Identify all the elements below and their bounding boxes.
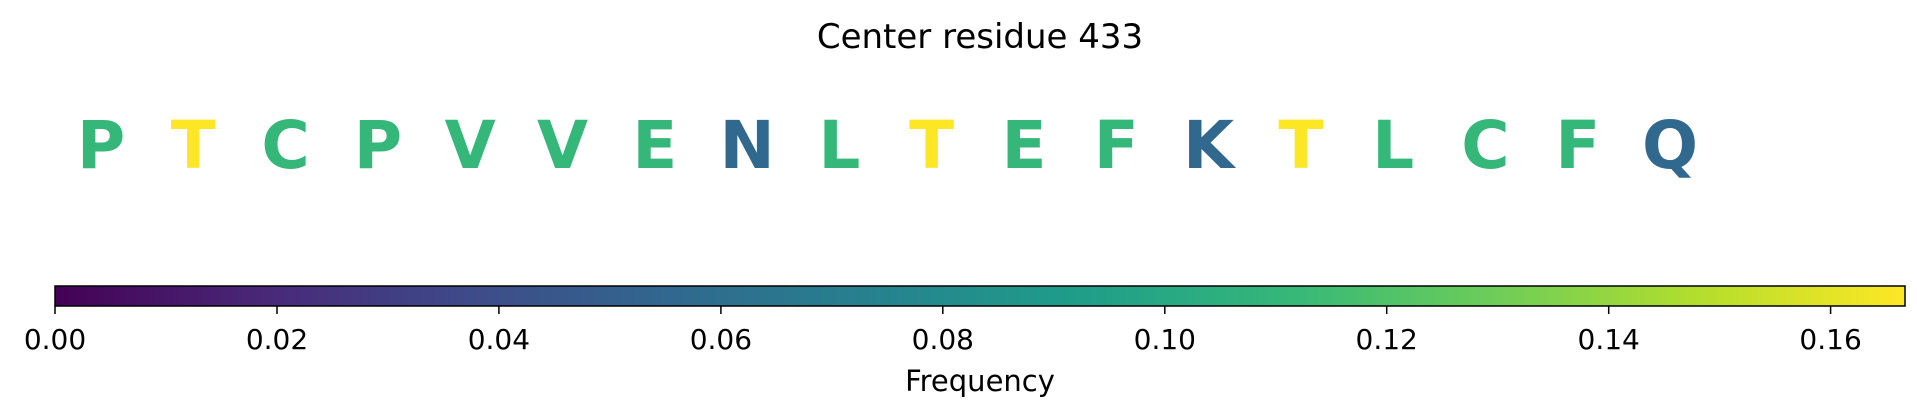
residue-letter: F	[1555, 107, 1600, 184]
colorbar-label: Frequency	[905, 364, 1055, 398]
colorbar-tick-label: 0.08	[912, 323, 974, 356]
residue-letter: K	[1183, 107, 1237, 184]
colorbar: 0.00 0.02 0.04 0.06 0.08 0.10 0.12 0.14 0.16 Fre…	[24, 285, 1906, 398]
residue-letter: L	[818, 107, 860, 184]
residue-letter: T	[1278, 107, 1323, 184]
residue-letter: T	[909, 107, 954, 184]
colorbar-ticks: 0.00 0.02 0.04 0.06 0.08 0.10 0.12 0.14 0.16	[24, 306, 1862, 356]
colorbar-gradient	[55, 286, 1905, 306]
residue-letter: E	[1001, 107, 1046, 184]
colorbar-tick-label: 0.14	[1578, 323, 1640, 356]
colorbar-tick-label: 0.02	[246, 323, 308, 356]
residue-letter: V	[537, 107, 588, 184]
colorbar-tick-label: 0.06	[690, 323, 752, 356]
residue-letter: L	[1372, 107, 1414, 184]
colorbar-frame	[54, 285, 1906, 307]
residue-letter: C	[1461, 107, 1509, 184]
residue-letter: P	[77, 107, 125, 184]
colorbar-tick-label: 0.00	[24, 323, 86, 356]
colorbar-tick-label: 0.16	[1799, 323, 1861, 356]
residue-letter: T	[171, 107, 216, 184]
residue-letter: F	[1094, 107, 1139, 184]
residue-letter: Q	[1642, 107, 1698, 184]
colorbar-tick-label: 0.04	[468, 323, 530, 356]
residue-letter: E	[632, 107, 677, 184]
residue-letter: N	[719, 107, 774, 184]
colorbar-tick-label: 0.12	[1356, 323, 1418, 356]
residue-letter: V	[445, 107, 496, 184]
residue-letter: C	[261, 107, 309, 184]
residue-letter: P	[354, 107, 402, 184]
chart-title: Center residue 433	[817, 17, 1143, 57]
colorbar-tick-label: 0.10	[1134, 323, 1196, 356]
